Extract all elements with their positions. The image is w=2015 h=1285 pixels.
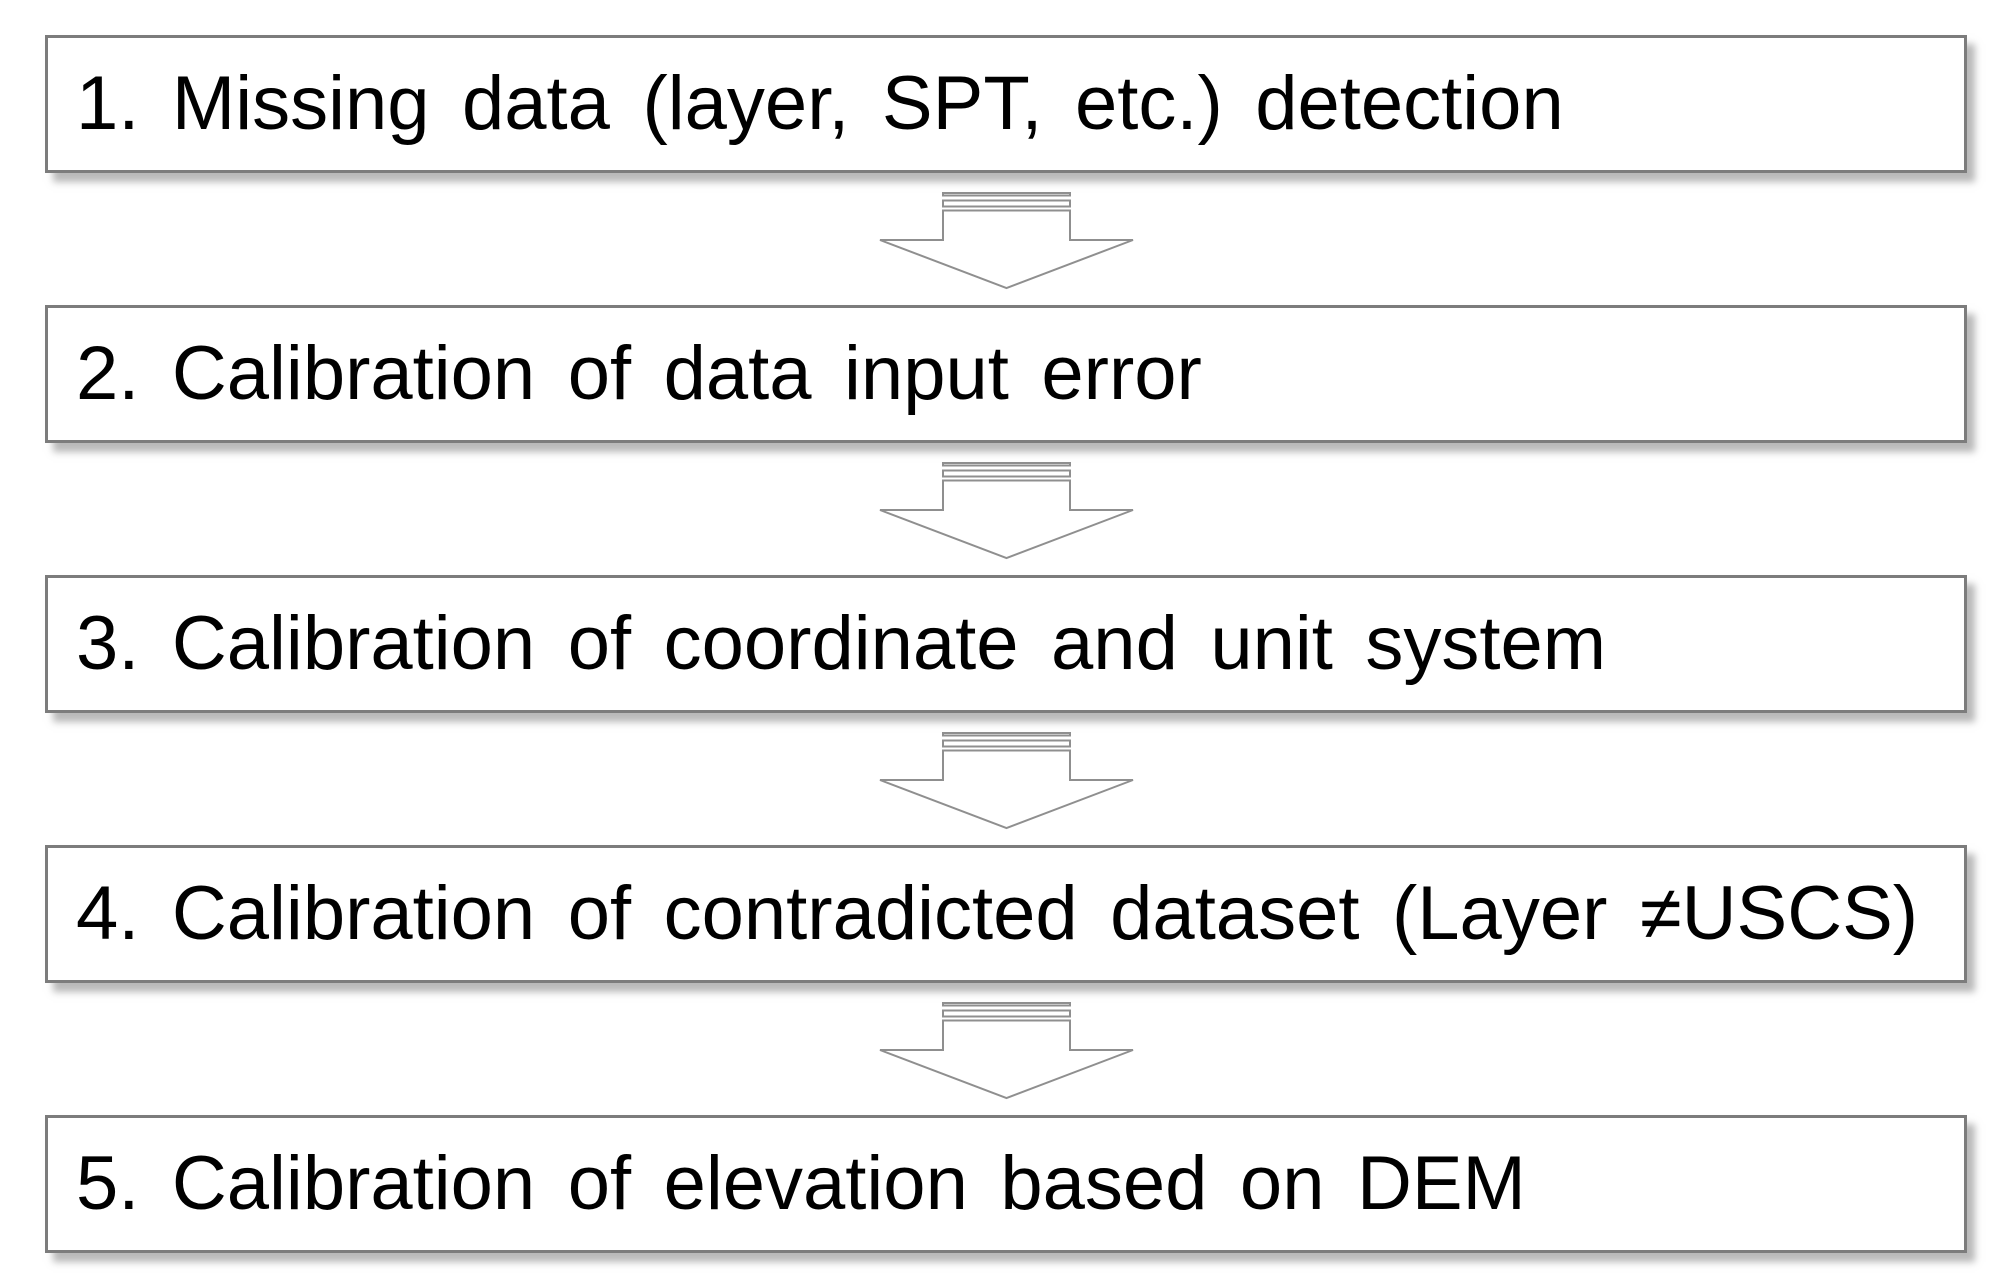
flow-step-3-label: 3. Calibration of coordinate and unit sy…: [76, 601, 1607, 686]
flow-step-2: 2. Calibration of data input error: [45, 305, 1967, 443]
down-arrow-icon: [877, 732, 1136, 830]
flow-step-1-label: 1. Missing data (layer, SPT, etc.) detec…: [76, 61, 1564, 146]
flow-step-5: 5. Calibration of elevation based on DEM: [45, 1115, 1967, 1253]
flow-step-1: 1. Missing data (layer, SPT, etc.) detec…: [45, 35, 1967, 173]
flow-step-4: 4. Calibration of contradicted dataset (…: [45, 845, 1967, 983]
flow-step-2-label: 2. Calibration of data input error: [76, 331, 1202, 416]
down-arrow-icon: [877, 192, 1136, 290]
flow-step-5-label: 5. Calibration of elevation based on DEM: [76, 1141, 1526, 1226]
flow-step-3: 3. Calibration of coordinate and unit sy…: [45, 575, 1967, 713]
down-arrow-icon: [877, 1002, 1136, 1100]
down-arrow-icon: [877, 462, 1136, 560]
flow-step-4-label: 4. Calibration of contradicted dataset (…: [76, 871, 1919, 956]
